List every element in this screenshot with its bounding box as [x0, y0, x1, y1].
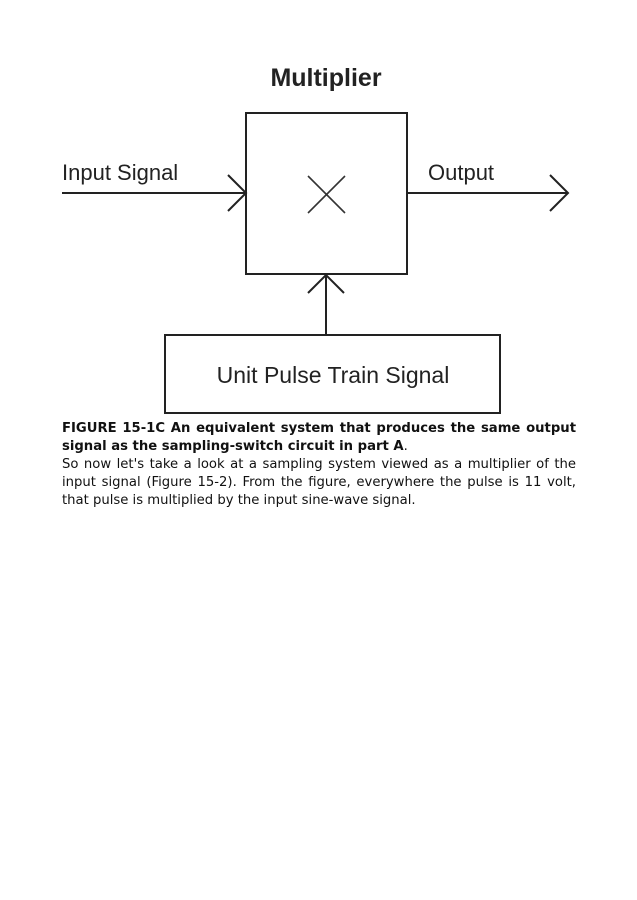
multiply-x-icon — [307, 175, 346, 214]
figure-caption-bold: FIGURE 15-1C An equivalent system that p… — [62, 421, 576, 454]
output-arrow — [407, 174, 570, 212]
output-label: Output — [428, 160, 494, 185]
multiplier-block-diagram: Multiplier Input Signal Output Unit Puls… — [62, 64, 570, 414]
pulse-train-label: Unit Pulse Train Signal — [217, 362, 450, 388]
diagram-title: Multiplier — [270, 64, 381, 92]
body-paragraph: So now let's take a look at a sampling s… — [62, 457, 576, 508]
input-signal-label: Input Signal — [62, 160, 178, 185]
figure-caption-end: . — [403, 439, 408, 454]
text-block: FIGURE 15-1C An equivalent system that p… — [62, 420, 576, 510]
pulse-train-arrow — [307, 273, 345, 335]
pulse-train-box — [164, 334, 501, 414]
input-arrow — [62, 174, 248, 212]
figure-caption: FIGURE 15-1C An equivalent system that p… — [62, 420, 576, 456]
